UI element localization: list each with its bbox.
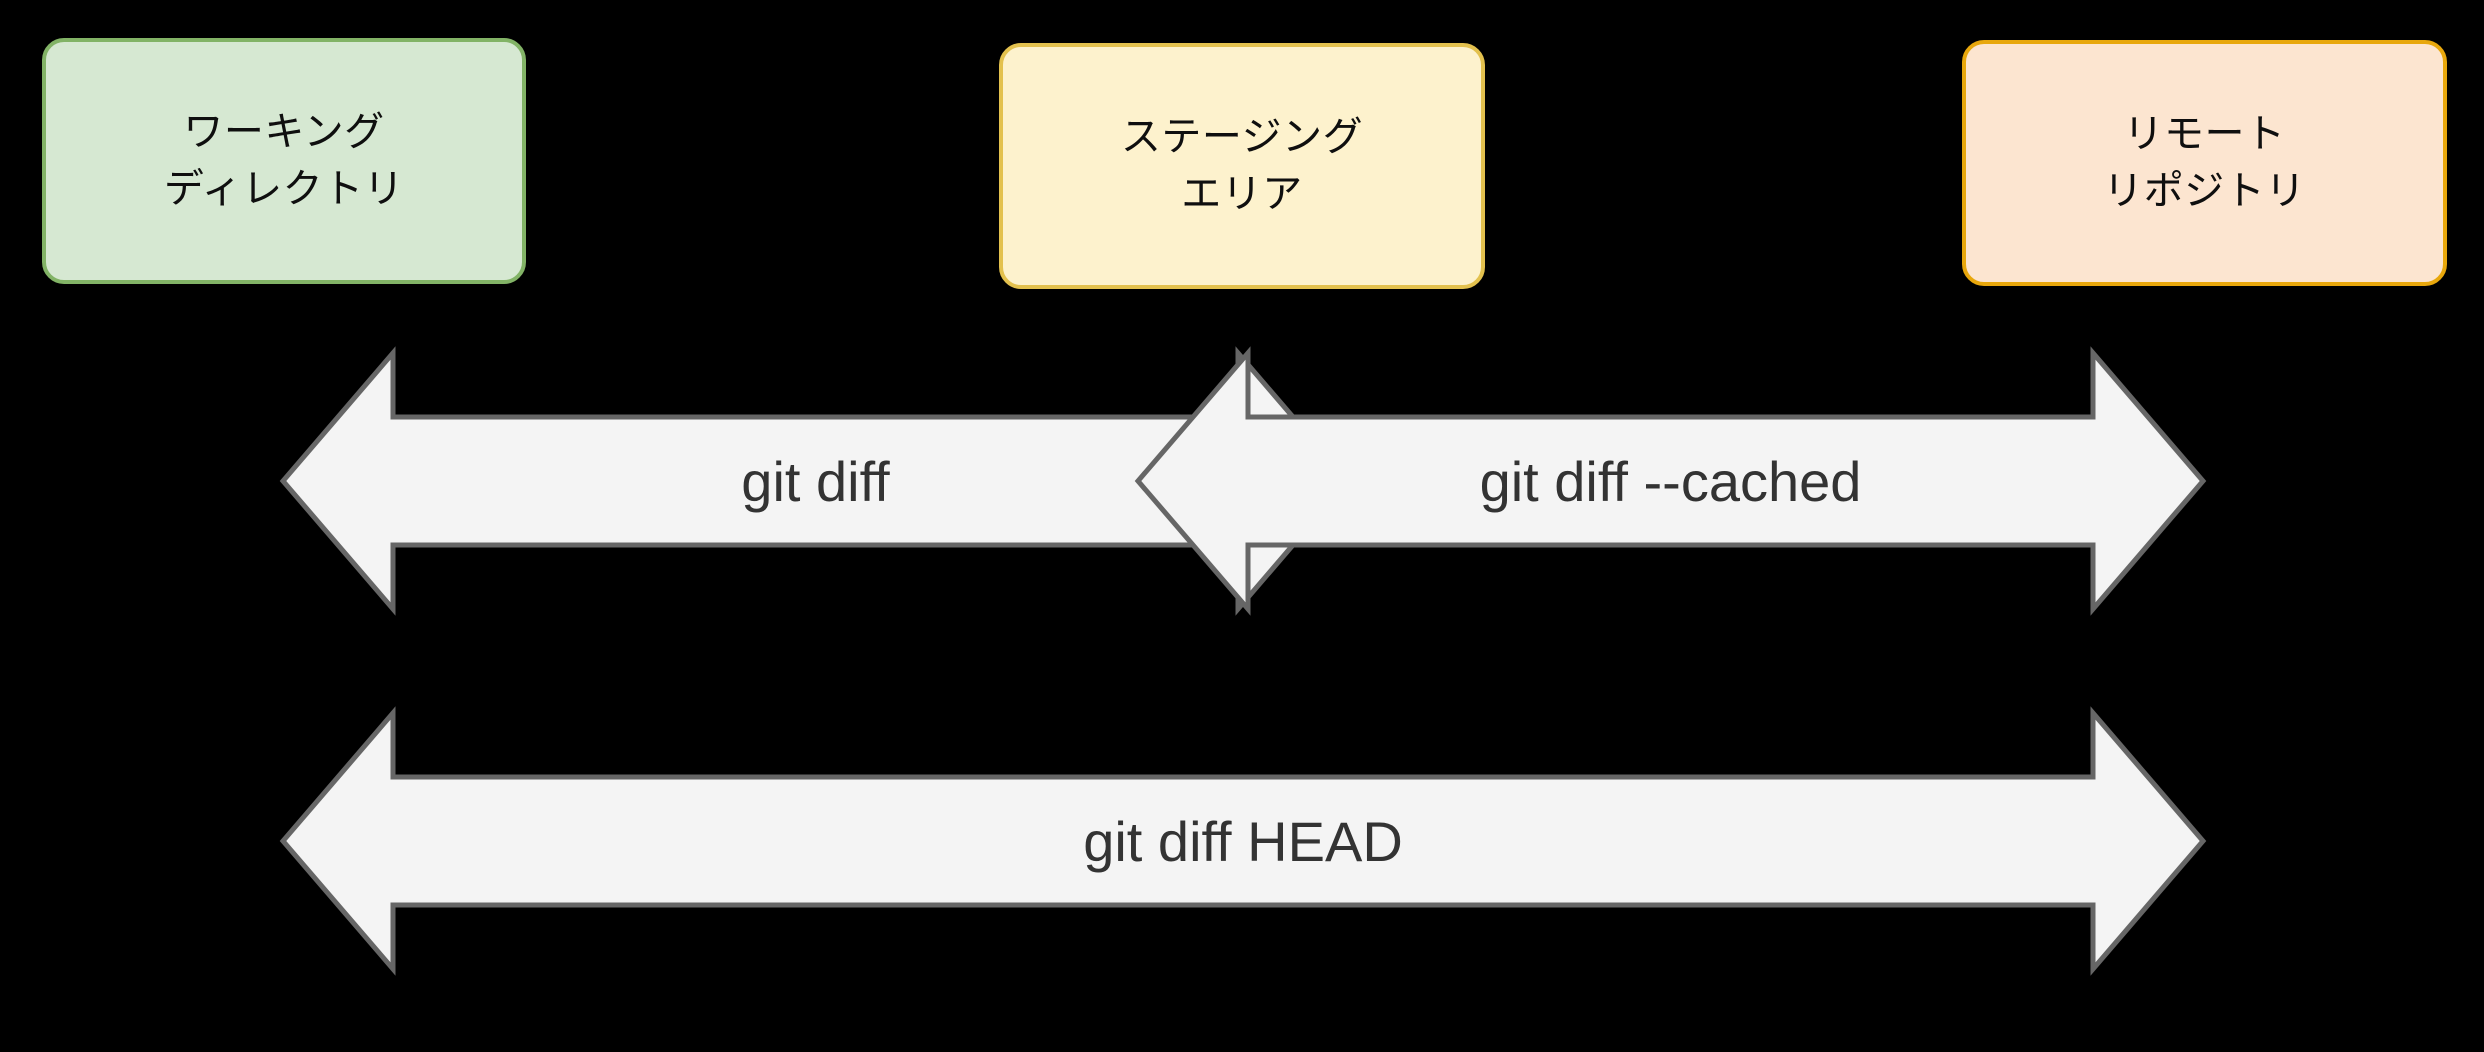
node-working-directory[interactable]: ワーキング ディレクトリ xyxy=(42,38,526,284)
node-staging-area-line-2: エリア xyxy=(1181,172,1303,216)
node-remote-repository-line-1: リモート xyxy=(2123,112,2286,157)
node-staging-area[interactable]: ステージング エリア xyxy=(999,43,1485,289)
arrow-git-diff-cached[interactable] xyxy=(1134,346,2207,616)
node-staging-area-line-1: ステージング xyxy=(1120,115,1364,160)
arrow-git-diff-label: git diff xyxy=(741,449,890,513)
node-remote-repository[interactable]: リモート リポジトリ xyxy=(1962,40,2447,286)
arrow-git-diff-cached-label: git diff --cached xyxy=(1479,449,1862,513)
arrow-git-diff-cached-shape xyxy=(1134,346,2207,616)
node-remote-repository-line-2: リポジトリ xyxy=(2103,169,2306,213)
node-working-directory-line-2: ディレクトリ xyxy=(163,167,405,211)
node-working-directory-line-1: ワーキング xyxy=(183,110,385,155)
arrow-git-diff-head[interactable] xyxy=(279,706,2207,976)
arrow-git-diff-head-label: git diff HEAD xyxy=(1083,809,1403,873)
arrow-git-diff-head-shape xyxy=(279,706,2207,976)
